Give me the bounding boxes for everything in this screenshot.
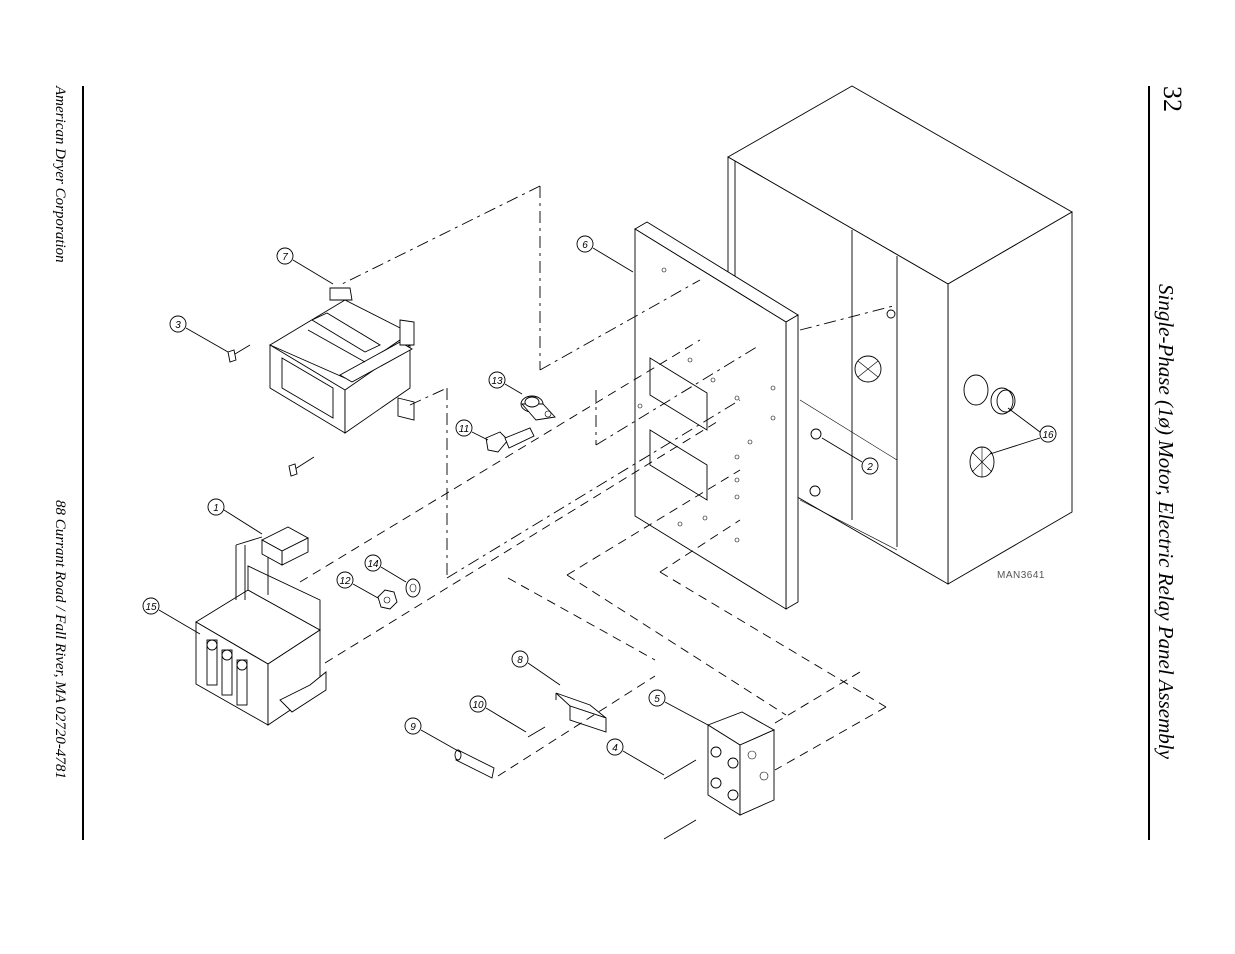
callout-4-label: 4 [612, 743, 618, 754]
callout-6-label: 6 [582, 240, 588, 251]
callouts: 1 2 3 4 5 [142, 235, 1057, 776]
fuse [454, 749, 495, 779]
callout-14: 14 [364, 554, 407, 583]
callout-11-label: 11 [459, 424, 469, 435]
callout-15: 15 [142, 597, 201, 635]
bracket [555, 692, 607, 733]
mounting-panel [634, 221, 799, 610]
callout-10: 10 [469, 695, 527, 733]
callout-13-label: 13 [491, 376, 503, 387]
callout-9: 9 [404, 717, 461, 753]
callout-1: 1 [207, 498, 263, 535]
screws [227, 344, 697, 840]
callout-15-label: 15 [145, 602, 157, 613]
suppressor-block [261, 526, 309, 566]
nut [377, 589, 398, 610]
callout-3: 3 [169, 315, 229, 353]
callout-16: 16 [989, 407, 1057, 455]
callout-4: 4 [606, 738, 665, 776]
callout-2: 2 [821, 437, 879, 475]
callout-5-label: 5 [654, 694, 660, 705]
callout-8: 8 [511, 650, 561, 686]
callout-6: 6 [576, 235, 634, 273]
washer [405, 578, 421, 598]
terminal-block [706, 711, 776, 816]
callout-3-label: 3 [175, 320, 181, 331]
ground-lug [520, 395, 556, 421]
callout-13: 13 [488, 371, 523, 395]
left-rule-line [82, 86, 84, 840]
callout-12-label: 12 [339, 576, 351, 587]
contactor [195, 536, 327, 726]
bolt [485, 427, 535, 453]
transformer [269, 287, 415, 434]
callout-16-label: 16 [1042, 430, 1054, 441]
right-rule-line [1148, 86, 1150, 840]
callout-10-label: 10 [472, 700, 484, 711]
drawing-id: MAN3641 [997, 570, 1045, 581]
callout-9-label: 9 [410, 722, 416, 733]
callout-11: 11 [455, 419, 489, 441]
callout-5: 5 [648, 689, 709, 726]
callout-1-label: 1 [213, 503, 219, 514]
callout-14-label: 14 [367, 559, 379, 570]
callout-8-label: 8 [517, 655, 523, 666]
callout-7: 7 [276, 247, 334, 285]
callout-12: 12 [336, 571, 379, 599]
callout-7-label: 7 [282, 252, 288, 263]
callout-2-label: 2 [866, 462, 873, 473]
assembly-lines [299, 185, 898, 777]
